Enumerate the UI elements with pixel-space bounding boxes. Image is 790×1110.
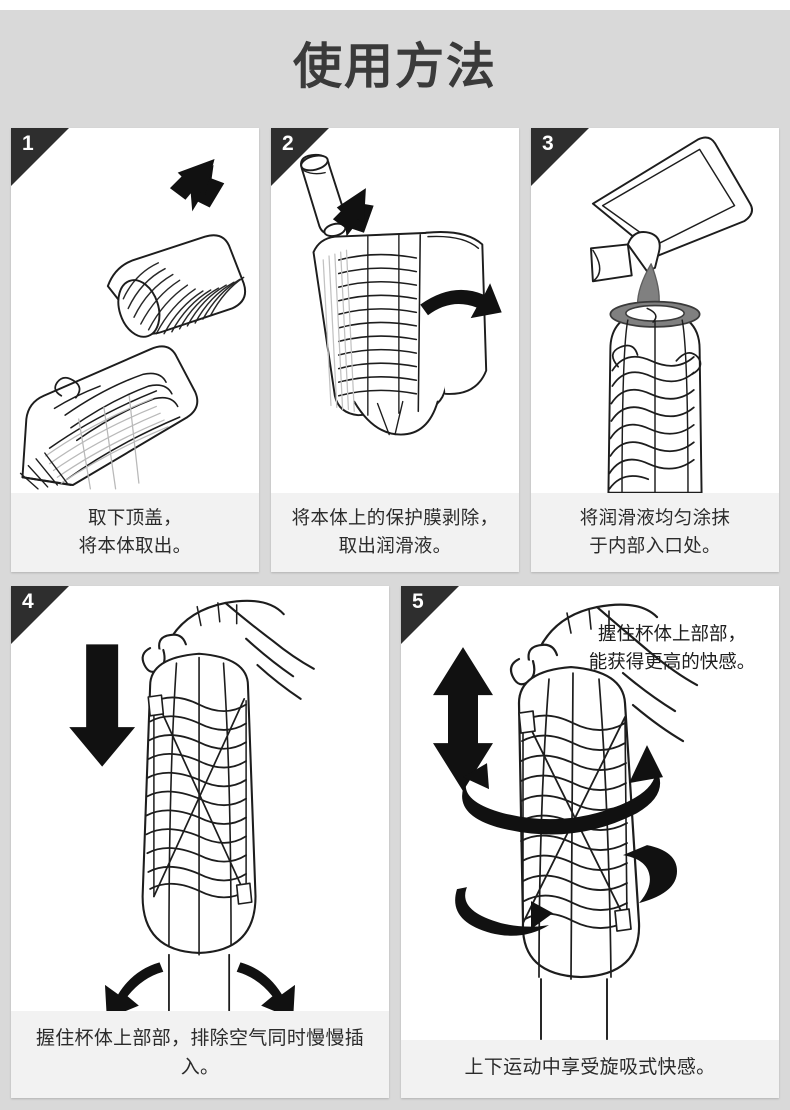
up-down-arrow-icon xyxy=(433,647,493,792)
caption-line: 取出润滑液。 xyxy=(338,534,452,556)
up-arrow-icon xyxy=(169,159,225,212)
step-5-annotation: 握住杯体上部部， 能获得更高的快感。 xyxy=(577,620,767,676)
top-white-strip xyxy=(0,0,790,10)
page-header: 使用方法 xyxy=(0,10,790,125)
caption-line: 上下运动中享受旋吸式快感。 xyxy=(464,1057,716,1079)
step-1-illustration xyxy=(11,128,259,493)
step-5-illustration: 握住杯体上部部， 能获得更高的快感。 xyxy=(401,586,779,1041)
annotation-line: 握住杯体上部部， xyxy=(597,623,746,644)
step-panel-4: 4 握住杯体上部部，排除空气同时慢慢插入。 xyxy=(11,586,389,1098)
down-arrow-icon xyxy=(69,644,136,767)
step-caption-2: 将本体上的保护膜剥除， 取出润滑液。 xyxy=(271,492,519,572)
step-caption-5: 上下运动中享受旋吸式快感。 xyxy=(401,1040,779,1098)
step-panel-5: 握住杯体上部部， 能获得更高的快感。 5 上下运动中享受旋吸式快感。 xyxy=(401,586,779,1098)
stroke-rotate-diagram xyxy=(433,603,699,1041)
page-title: 使用方法 xyxy=(292,40,497,94)
step-caption-3: 将润滑液均匀涂抹 于内部入口处。 xyxy=(531,492,779,572)
steps-row-bottom: 4 握住杯体上部部，排除空气同时慢慢插入。 xyxy=(11,586,779,1098)
caption-line: 将润滑液均匀涂抹 xyxy=(579,506,731,528)
air-escape-arrow-right-icon xyxy=(236,962,296,1012)
peel-arrow-icon xyxy=(420,283,502,319)
caption-line: 将本体上的保护膜剥除， xyxy=(291,506,499,528)
cap-removal-diagram xyxy=(19,159,247,490)
caption-line: 将本体取出。 xyxy=(78,534,192,556)
caption-line: 握住杯体上部部，排除空气同时慢慢插入。 xyxy=(35,1028,365,1079)
rotation-arrow-upper-icon xyxy=(462,745,663,835)
caption-line: 取下顶盖， xyxy=(87,506,182,528)
rotation-arrow-lower-icon xyxy=(455,845,677,936)
insert-diagram xyxy=(69,599,315,1012)
up-arrow-icon xyxy=(332,188,374,237)
step-3-illustration xyxy=(531,128,779,493)
step-caption-4: 握住杯体上部部，排除空气同时慢慢插入。 xyxy=(11,1011,389,1098)
caption-line: 于内部入口处。 xyxy=(589,534,721,556)
step-2-illustration xyxy=(271,128,519,493)
step-panel-3: 3 将润滑液均匀涂抹 于内部入口处。 xyxy=(531,128,779,572)
steps-row-top: 1 取下顶盖， 将本体取出。 xyxy=(11,128,779,572)
film-peel-diagram xyxy=(300,153,502,436)
step-caption-1: 取下顶盖， 将本体取出。 xyxy=(11,492,259,572)
air-escape-arrow-left-icon xyxy=(104,962,164,1012)
step-panel-1: 1 取下顶盖， 将本体取出。 xyxy=(11,128,259,572)
annotation-line: 能获得更高的快感。 xyxy=(588,650,756,672)
step-4-illustration xyxy=(11,586,389,1012)
lubricant-apply-diagram xyxy=(589,136,753,493)
step-panel-2: 2 将本体上的保护膜剥除， 取出润滑液。 xyxy=(271,128,519,572)
